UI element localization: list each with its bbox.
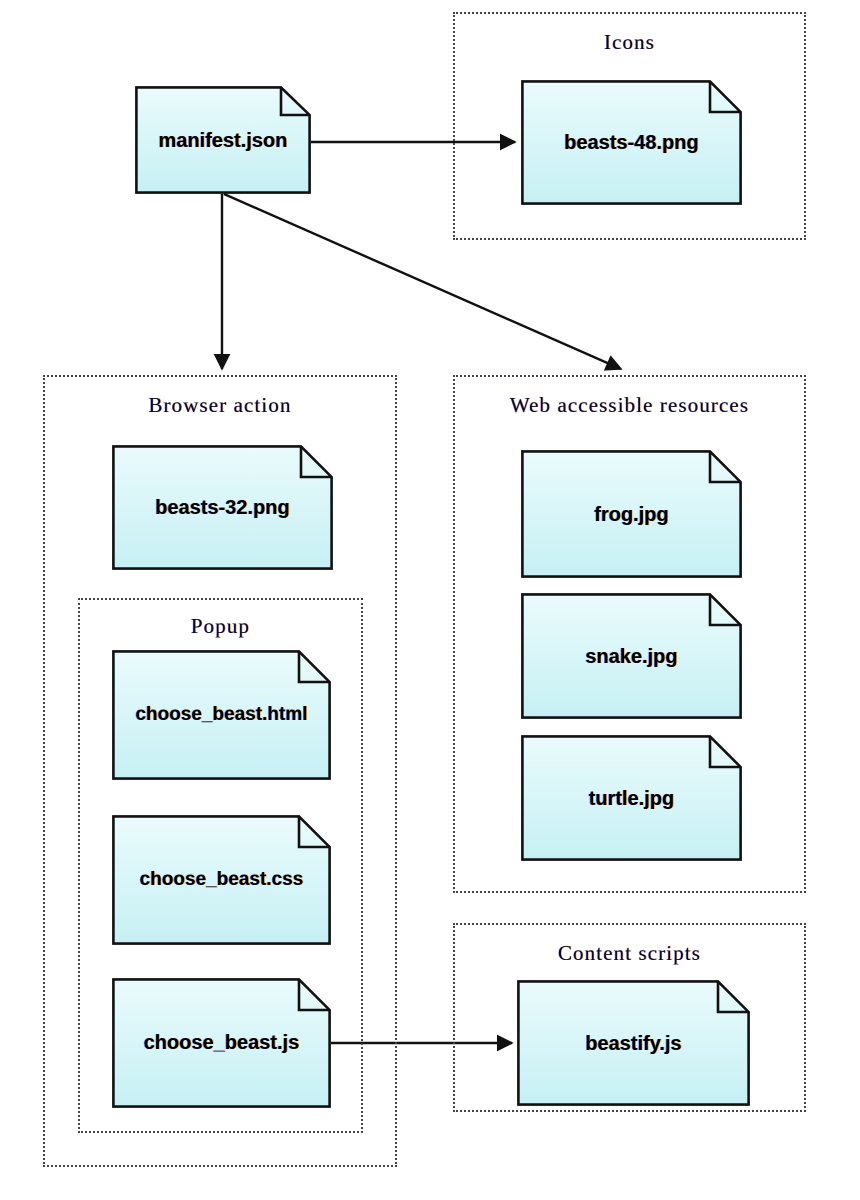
- file-shape-icon: [112, 445, 333, 570]
- group-content-scripts-label: Content scripts: [557, 941, 702, 965]
- group-browser-action: Browser action: [43, 375, 397, 1167]
- group-icons: Icons: [453, 12, 806, 240]
- file-shape-icon: [521, 80, 742, 205]
- file-node-beastify-js[interactable]: beastify.js: [517, 980, 750, 1106]
- group-content-scripts: Content scripts: [453, 923, 806, 1112]
- file-shape-icon: [112, 650, 331, 780]
- group-browser-action-label: Browser action: [148, 393, 292, 417]
- file-shape-icon: [521, 593, 742, 719]
- file-shape-icon: [521, 450, 742, 578]
- file-shape-icon: [521, 735, 742, 861]
- group-web-accessible-resources: Web accessible resources: [453, 375, 806, 893]
- file-node-snake-jpg[interactable]: snake.jpg: [521, 593, 742, 719]
- file-shape-icon: [135, 86, 311, 194]
- group-popup: Popup: [78, 598, 363, 1133]
- file-node-manifest-json[interactable]: manifest.json: [135, 86, 311, 194]
- group-web-accessible-resources-label: Web accessible resources: [509, 393, 750, 417]
- file-node-beasts-48-png[interactable]: beasts-48.png: [521, 80, 742, 205]
- file-node-choose-beast-css[interactable]: choose_beast.css: [112, 815, 331, 945]
- group-popup-label: Popup: [190, 614, 251, 638]
- file-shape-icon: [517, 980, 750, 1106]
- file-shape-icon: [112, 978, 331, 1108]
- file-node-turtle-jpg[interactable]: turtle.jpg: [521, 735, 742, 861]
- group-icons-label: Icons: [604, 30, 655, 54]
- file-shape-icon: [112, 815, 331, 945]
- file-node-beasts-32-png[interactable]: beasts-32.png: [112, 445, 333, 570]
- file-node-choose-beast-html[interactable]: choose_beast.html: [112, 650, 331, 780]
- file-node-choose-beast-js[interactable]: choose_beast.js: [112, 978, 331, 1108]
- file-node-frog-jpg[interactable]: frog.jpg: [521, 450, 742, 578]
